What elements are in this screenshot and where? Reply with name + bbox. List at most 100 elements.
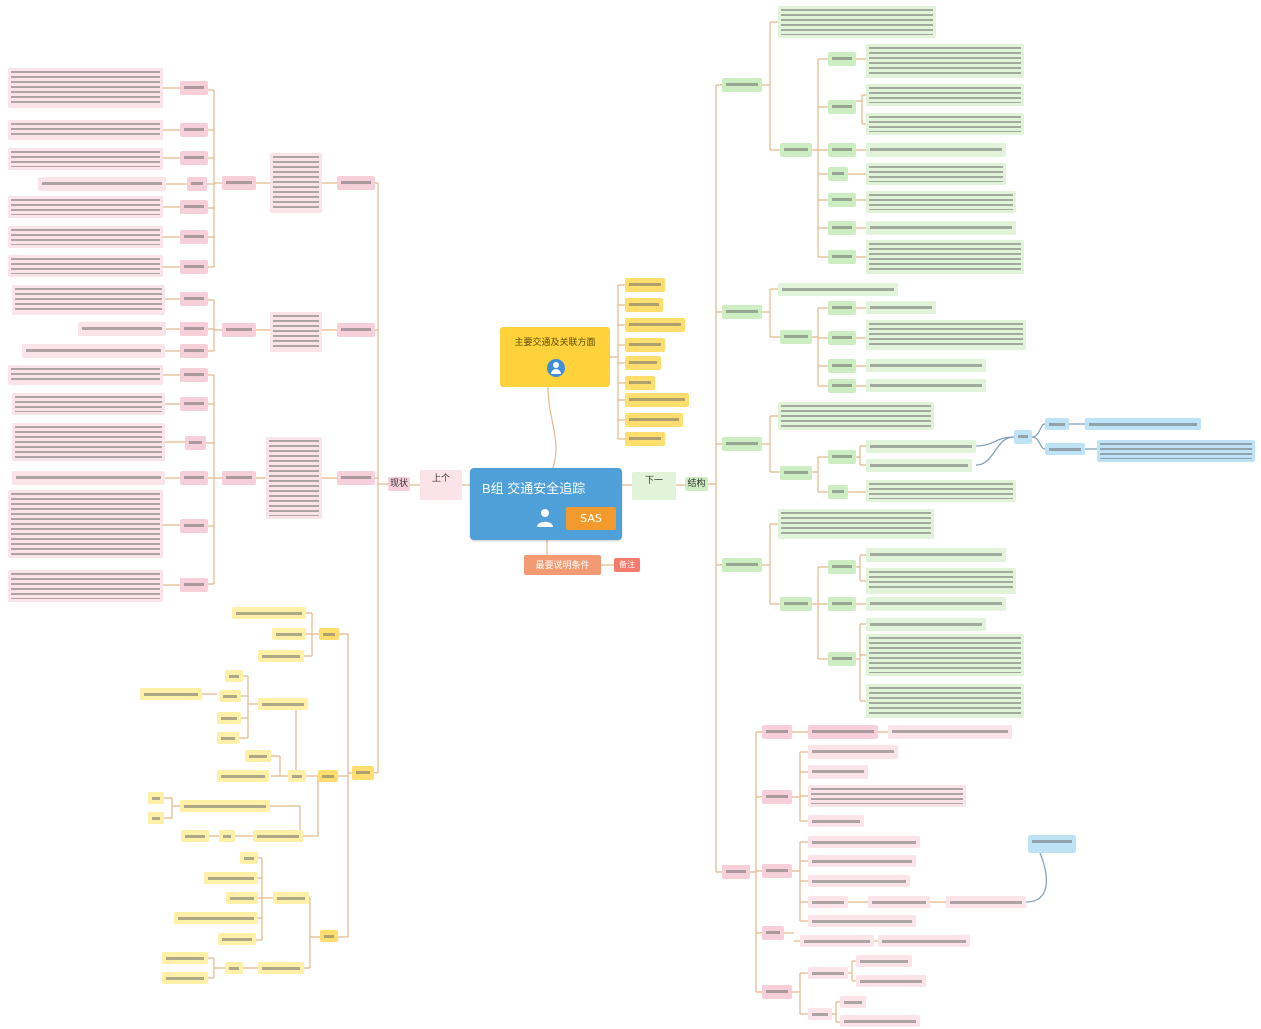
summary-node-bottom[interactable] [1028, 835, 1076, 853]
outline-node[interactable] [288, 770, 306, 782]
right-pink-sub-node[interactable] [762, 926, 784, 940]
right-pink-leaf[interactable] [856, 975, 926, 987]
summary-text[interactable] [1085, 418, 1201, 430]
right-branch-label[interactable] [722, 865, 750, 879]
left-branch-label[interactable] [337, 176, 375, 190]
right-summary-block[interactable] [778, 283, 898, 296]
right-leaf-text[interactable] [866, 44, 1024, 78]
right-pink-leaf[interactable] [808, 855, 916, 867]
outline-node[interactable] [217, 712, 241, 724]
outline-node[interactable] [148, 812, 164, 824]
left-leaf-text[interactable] [12, 471, 165, 485]
right-leaf-label[interactable] [828, 359, 856, 373]
left-sub-node[interactable] [222, 471, 256, 485]
outline-node[interactable] [272, 628, 306, 640]
summary-text[interactable] [1097, 440, 1255, 462]
left-leaf-text[interactable] [8, 196, 163, 218]
central-tag[interactable]: SAS [566, 507, 616, 530]
left-leaf-text[interactable] [8, 255, 163, 277]
right-branch-label[interactable] [722, 558, 762, 572]
right-leaf-text[interactable] [866, 379, 986, 392]
left-leaf-label[interactable] [180, 578, 208, 592]
left-leaf-label[interactable] [180, 471, 208, 485]
left-leaf-text[interactable] [12, 393, 165, 415]
right-pink-leaf[interactable] [808, 1008, 832, 1020]
left-leaf-text[interactable] [38, 177, 166, 191]
right-sub-node[interactable] [780, 597, 812, 611]
left-leaf-text[interactable] [8, 570, 163, 602]
right-pink-leaf[interactable] [878, 935, 970, 947]
right-pink-leaf[interactable] [808, 915, 916, 927]
right-pink-sub-node[interactable] [762, 864, 792, 878]
right-leaf-text[interactable] [866, 320, 1026, 350]
outline-node[interactable] [320, 930, 338, 942]
bottom-note-badge[interactable]: 备注 [614, 558, 640, 572]
right-pink-leaf[interactable] [808, 765, 868, 779]
right-leaf-label[interactable] [828, 652, 856, 666]
right-pink-leaf[interactable] [808, 815, 864, 827]
right-sub-node[interactable] [780, 330, 812, 344]
right-pink-sub-node[interactable] [762, 725, 792, 739]
left-leaf-label[interactable] [180, 200, 208, 214]
outline-branch-node[interactable] [352, 766, 374, 780]
summary-sub-node[interactable] [1045, 443, 1085, 455]
right-leaf-text[interactable] [866, 634, 1024, 676]
right-leaf-text[interactable] [866, 684, 1024, 718]
left-leaf-label[interactable] [180, 260, 208, 274]
right-leaf-text[interactable] [866, 568, 1016, 594]
left-leaf-text[interactable] [8, 68, 163, 108]
right-leaf-label[interactable] [828, 221, 856, 235]
topic-list-item[interactable] [625, 278, 665, 292]
outline-node[interactable] [140, 688, 202, 700]
summary-sub-node[interactable] [1045, 418, 1069, 430]
right-pink-leaf[interactable] [840, 1015, 920, 1027]
right-pink-leaf[interactable] [808, 725, 878, 739]
outline-node[interactable] [319, 628, 339, 640]
outline-node[interactable] [226, 892, 258, 904]
right-leaf-text[interactable] [866, 548, 1006, 562]
right-branch-label[interactable] [722, 78, 762, 92]
right-leaf-text[interactable] [866, 191, 1016, 213]
right-leaf-text[interactable] [866, 301, 936, 314]
outline-node[interactable] [258, 698, 308, 710]
left-leaf-label[interactable] [180, 368, 208, 382]
right-leaf-label[interactable] [828, 143, 856, 157]
right-leaf-label[interactable] [828, 560, 856, 574]
left-leaf-text[interactable] [8, 120, 163, 140]
outline-node[interactable] [245, 750, 271, 762]
right-leaf-label[interactable] [828, 450, 856, 464]
outline-node[interactable] [219, 690, 241, 702]
topic-list-item[interactable] [625, 376, 655, 390]
outline-node[interactable] [204, 872, 258, 884]
left-leaf-text[interactable] [8, 365, 163, 385]
outline-node[interactable] [180, 800, 270, 812]
central-topic[interactable]: B组 交通安全追踪 SAS [470, 468, 622, 540]
outline-node[interactable] [225, 962, 243, 974]
right-leaf-label[interactable] [828, 193, 856, 207]
right-pink-leaf[interactable] [808, 836, 920, 848]
left-leaf-text[interactable] [12, 285, 165, 315]
topic-list-item[interactable] [625, 393, 689, 407]
right-leaf-label[interactable] [828, 250, 856, 264]
topic-list-item[interactable] [625, 338, 665, 352]
right-leaf-text[interactable] [866, 221, 1016, 235]
left-leaf-text[interactable] [78, 322, 166, 336]
outline-node[interactable] [273, 892, 309, 904]
right-leaf-text[interactable] [866, 240, 1024, 274]
outline-node[interactable] [258, 650, 304, 662]
outline-node[interactable] [219, 830, 235, 842]
left-summary-block[interactable] [270, 153, 322, 213]
left-leaf-label[interactable] [180, 81, 208, 95]
right-pink-leaf[interactable] [888, 725, 1012, 739]
outline-node[interactable] [162, 972, 208, 984]
right-leaf-label[interactable] [828, 301, 856, 315]
outline-node[interactable] [318, 770, 338, 782]
left-summary-block[interactable] [266, 437, 322, 519]
right-pink-sub-node[interactable] [762, 790, 792, 804]
left-leaf-text[interactable] [22, 344, 165, 358]
left-leaf-label[interactable] [185, 436, 206, 450]
right-branch-node[interactable]: 结构 [685, 477, 708, 491]
left-branch-label[interactable] [337, 323, 375, 337]
right-leaf-text[interactable] [866, 359, 986, 372]
outline-node[interactable] [258, 962, 304, 974]
